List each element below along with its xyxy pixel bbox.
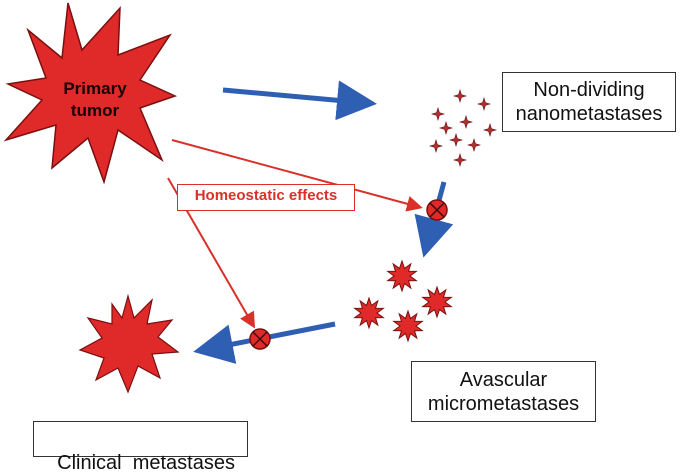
nanometastasis-dot [466, 137, 482, 153]
nanometastasis-dot [452, 88, 468, 104]
nanometastases-cluster [428, 88, 498, 168]
spread-arrow [222, 80, 377, 121]
primary-tumor-line2: tumor [70, 101, 120, 120]
primary-tumor-label: Primary tumor [40, 78, 150, 122]
nanometastasis-dot [438, 120, 454, 136]
micrometastasis-shape [421, 285, 453, 319]
nanometastases-label: Non-dividing nanometastases [502, 72, 676, 132]
nanometastasis-dot [482, 122, 498, 138]
micrometastases-line2: micrometastases [427, 393, 580, 415]
nanometastases-line2: nanometastases [515, 103, 663, 125]
micrometastasis-shape [353, 296, 385, 330]
micrometastasis-shape [386, 259, 418, 293]
nanometastasis-dot [458, 114, 474, 130]
nanometastases-line1: Non-dividing [533, 79, 645, 101]
micrometastases-cluster [353, 259, 453, 343]
inhibit-symbol-2 [249, 328, 271, 350]
primary-tumor-shape [3, 2, 178, 185]
primary-tumor-line1: Primary [63, 79, 127, 98]
clinical-metastasis-shape [78, 293, 180, 394]
inhibit-line-1 [171, 139, 423, 212]
nanometastasis-dot [452, 152, 468, 168]
micrometastasis-shape [392, 309, 424, 343]
nanometastasis-dot [448, 132, 464, 148]
clinical-metastases-text: Clinical metastases [57, 452, 235, 474]
micrometastases-line1: Avascular [459, 369, 548, 391]
nanometastasis-dot [476, 96, 492, 112]
inhibit-symbol-1 [426, 199, 448, 221]
nanometastasis-dot [428, 138, 444, 154]
micrometastases-label: Avascular micrometastases [411, 361, 596, 422]
nanometastasis-dot [430, 106, 446, 122]
homeostatic-effects-label: Homeostatic effects [177, 184, 355, 211]
clinical-metastases-label: Clinical metastases [33, 421, 248, 474]
metastasis-diagram [3, 2, 498, 394]
